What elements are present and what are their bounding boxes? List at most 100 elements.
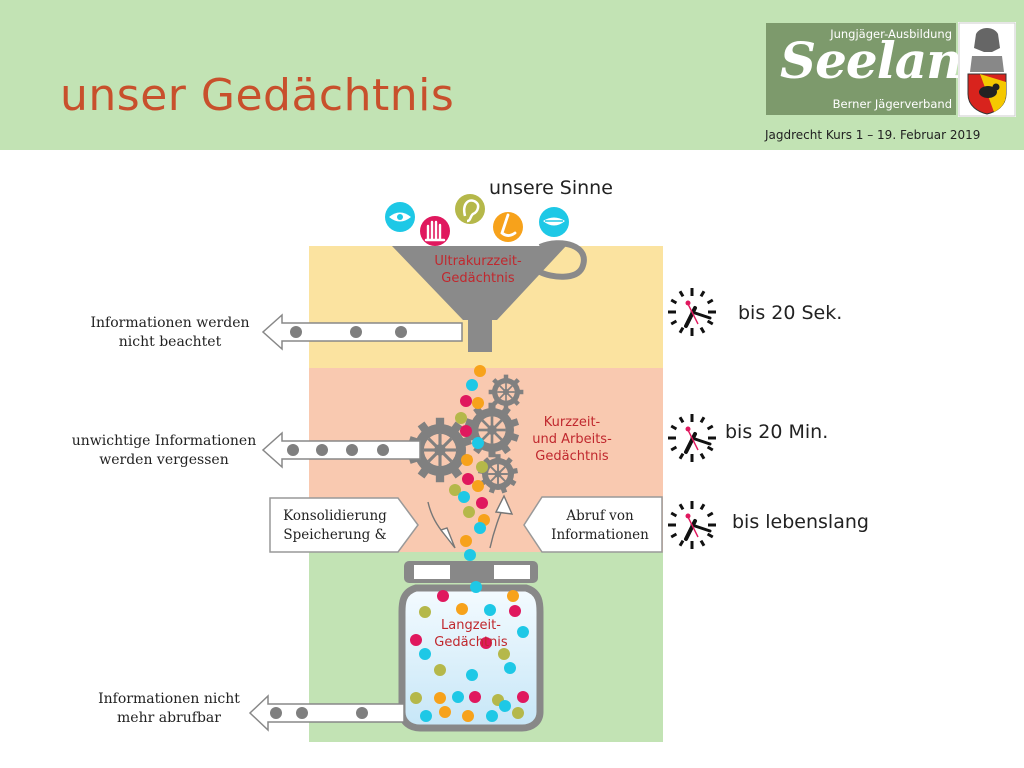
forgotten-arrow <box>261 431 421 469</box>
short-term-label-line3: Gedächtnis <box>535 449 609 464</box>
course-info: Jagdrecht Kurs 1 – 19. Februar 2019 <box>765 128 981 142</box>
senses-label: unsere Sinne <box>489 177 613 199</box>
logo-bottom-text: Berner Jägerverband <box>832 97 952 111</box>
logo-top-text: Jungjäger-Ausbildung <box>830 27 952 41</box>
recall-text-line1: Abruf von <box>566 508 634 524</box>
information-dot <box>498 648 510 660</box>
information-dot <box>464 549 476 561</box>
information-dot <box>455 412 467 424</box>
information-dot <box>484 604 496 616</box>
eye-icon <box>385 202 415 232</box>
gear-icon <box>408 417 472 483</box>
funnel-icon <box>392 240 587 352</box>
lost-note: Informationen nicht mehr abrufbar <box>84 690 254 728</box>
information-dot <box>504 662 516 674</box>
lost-note-line1: Informationen nicht <box>98 691 240 707</box>
information-dot <box>460 395 472 407</box>
information-dot <box>472 480 484 492</box>
gear-icon <box>464 402 520 458</box>
information-dot <box>476 497 488 509</box>
short-term-label: Kurzzeit- und Arbeits- Gedächtnis <box>512 414 632 465</box>
information-dot <box>460 425 472 437</box>
consolidation-text-line1: Konsolidierung <box>283 508 387 524</box>
ultra-short-label: Ultrakurzzeit- Gedächtnis <box>418 253 538 287</box>
forgotten-note-line2: werden vergessen <box>99 452 229 468</box>
lost-note-line2: mehr abrufbar <box>117 710 221 726</box>
information-dot <box>517 691 529 703</box>
information-dot <box>499 700 511 712</box>
duration-ultra: bis 20 Sek. <box>738 302 843 324</box>
ultra-short-label-line2: Gedächtnis <box>441 271 515 286</box>
forgotten-note: unwichtige Informationen werden vergesse… <box>56 432 272 470</box>
ignored-note-line1: Informationen werden <box>90 315 250 331</box>
ignored-note-line2: nicht beachtet <box>118 334 222 350</box>
information-dots <box>410 365 529 722</box>
duration-long: bis lebenslang <box>732 511 869 533</box>
information-dot <box>474 365 486 377</box>
long-term-label-line2: Gedächtnis <box>434 635 508 650</box>
store-curved-arrow <box>427 501 456 549</box>
information-dot <box>509 605 521 617</box>
recall-text-line2: Informationen <box>551 527 649 543</box>
ignored-note: Informationen werden nicht beachtet <box>72 314 268 352</box>
long-term-label: Langzeit- Gedächtnis <box>411 617 531 651</box>
page-title: unser Gedächtnis <box>60 70 455 121</box>
recall-box <box>523 496 663 553</box>
consolidation-text: Konsolidierung Speicherung & <box>272 507 398 545</box>
information-dot <box>437 590 449 602</box>
information-dot <box>449 484 461 496</box>
memory-jar-icon <box>398 561 544 732</box>
information-dot <box>456 603 468 615</box>
information-dot <box>469 691 481 703</box>
information-dot <box>466 669 478 681</box>
information-dot <box>517 626 529 638</box>
information-dot <box>460 535 472 547</box>
ignored-arrow <box>261 313 463 351</box>
recall-curved-arrow <box>489 494 514 549</box>
short-term-label-line1: Kurzzeit- <box>543 415 601 430</box>
information-dot <box>480 637 492 649</box>
hand-icon <box>420 216 450 246</box>
information-dot <box>434 692 446 704</box>
clock-ultra-icon <box>666 286 718 338</box>
information-dot <box>476 461 488 473</box>
information-dot <box>466 379 478 391</box>
clock-long-icon <box>666 499 718 551</box>
information-dot <box>420 710 432 722</box>
ultra-short-label-line1: Ultrakurzzeit- <box>434 254 522 269</box>
ear-icon <box>455 194 485 224</box>
information-dot <box>439 706 451 718</box>
information-dot <box>474 522 486 534</box>
information-dot <box>410 634 422 646</box>
information-dot <box>461 454 473 466</box>
information-dot <box>472 397 484 409</box>
information-dot <box>419 648 431 660</box>
information-dot <box>486 710 498 722</box>
duration-short: bis 20 Min. <box>725 421 829 443</box>
consolidation-text-line2: Speicherung & <box>283 527 387 543</box>
information-dot <box>452 691 464 703</box>
information-dot <box>472 437 484 449</box>
short-term-label-line2: und Arbeits- <box>532 432 612 447</box>
long-term-label-line1: Langzeit- <box>441 618 501 633</box>
recall-text: Abruf von Informationen <box>538 507 662 545</box>
bern-crest-icon <box>958 22 1016 117</box>
information-dot <box>512 707 524 719</box>
information-dot <box>462 710 474 722</box>
information-dot <box>410 692 422 704</box>
mouth-icon <box>539 207 569 237</box>
information-dot <box>462 473 474 485</box>
information-dot <box>507 590 519 602</box>
lost-arrow <box>248 694 405 732</box>
consolidation-box <box>269 497 419 553</box>
nose-icon <box>493 212 523 242</box>
information-dot <box>470 581 482 593</box>
information-dot <box>458 491 470 503</box>
information-dot <box>463 506 475 518</box>
information-dot <box>419 606 431 618</box>
gear-icon <box>488 374 524 410</box>
forgotten-note-line1: unwichtige Informationen <box>71 433 257 449</box>
information-dot <box>434 664 446 676</box>
clock-short-icon <box>666 412 718 464</box>
